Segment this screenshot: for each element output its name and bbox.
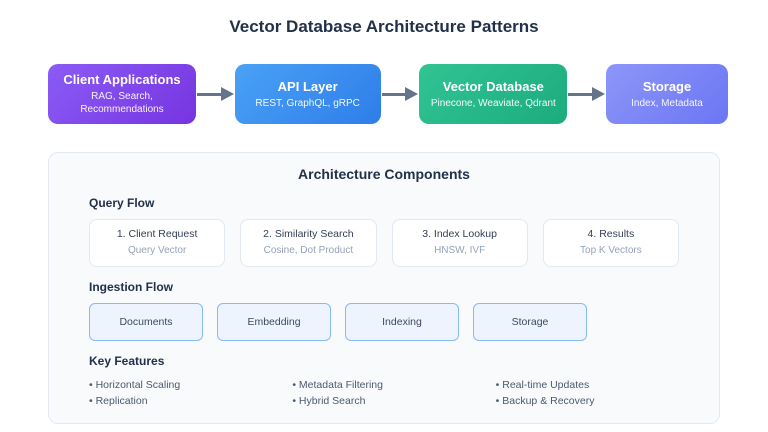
arrow-right-icon: [567, 87, 606, 101]
arrow-right-icon: [381, 87, 420, 101]
step-detail: HNSW, IVF: [434, 245, 486, 256]
feature-item: Replication: [89, 393, 272, 409]
key-features-heading: Key Features: [89, 354, 165, 368]
step-label: 2. Similarity Search: [263, 228, 354, 240]
arrow-head: [592, 87, 606, 101]
node-subtitle: RAG, Search, Recommendations: [80, 91, 164, 115]
step-label: 1. Client Request: [116, 228, 198, 240]
feature-item: Metadata Filtering: [292, 377, 475, 393]
panel-title: Architecture Components: [298, 166, 470, 182]
key-features-list: Horizontal Scaling Replication Metadata …: [89, 377, 679, 409]
arrow-shaft: [381, 92, 406, 96]
ingestion-stage: Embedding: [217, 303, 331, 341]
flow-node-vector-database: Vector Database Pinecone, Weaviate, Qdra…: [419, 64, 568, 124]
arrow-right-icon: [196, 87, 235, 101]
feature-item: Hybrid Search: [292, 393, 475, 409]
node-subtitle: Pinecone, Weaviate, Qdrant: [430, 97, 556, 109]
ingestion-stage: Storage: [473, 303, 587, 341]
arrow-shaft: [197, 92, 221, 96]
feature-item: Backup & Recovery: [496, 393, 679, 409]
feature-item: Horizontal Scaling: [89, 377, 272, 393]
node-subtitle: Index, Metadata: [631, 97, 703, 109]
feature-column: Real-time Updates Backup & Recovery: [496, 377, 679, 409]
query-step-card: 2. Similarity Search Cosine, Dot Product: [240, 219, 377, 267]
arrow-head: [405, 87, 419, 101]
architecture-components-panel: Architecture Components Query Flow 1. Cl…: [48, 152, 720, 424]
query-flow-steps: 1. Client Request Query Vector 2. Simila…: [89, 219, 679, 267]
feature-column: Horizontal Scaling Replication: [89, 377, 272, 409]
step-label: 3. Index Lookup: [422, 228, 497, 240]
ingestion-stage: Indexing: [345, 303, 459, 341]
flow-node-api-layer: API Layer REST, GraphQL, gRPC: [234, 64, 381, 124]
step-detail: Top K Vectors: [580, 245, 642, 256]
flow-node-storage: Storage Index, Metadata: [606, 64, 729, 124]
feature-column: Metadata Filtering Hybrid Search: [292, 377, 475, 409]
query-flow-heading: Query Flow: [89, 196, 155, 210]
feature-item: Real-time Updates: [496, 377, 679, 393]
step-detail: Query Vector: [127, 245, 187, 256]
node-title: Storage: [642, 78, 692, 94]
flow-node-client-applications: Client Applications RAG, Search, Recomme…: [48, 64, 196, 124]
node-subtitle: REST, GraphQL, gRPC: [255, 97, 360, 109]
ingestion-stage: Documents: [89, 303, 203, 341]
architecture-flow: Client Applications RAG, Search, Recomme…: [48, 64, 729, 124]
step-label: 4. Results: [587, 228, 635, 240]
ingestion-flow-heading: Ingestion Flow: [89, 280, 173, 294]
arrow-shaft: [568, 92, 593, 96]
node-title: API Layer: [277, 78, 338, 94]
query-step-card: 4. Results Top K Vectors: [542, 219, 679, 267]
step-detail: Cosine, Dot Product: [263, 245, 354, 256]
ingestion-flow-stages: Documents Embedding Indexing Storage: [89, 303, 679, 341]
arrow-head: [220, 87, 234, 101]
node-title: Vector Database: [442, 78, 544, 94]
node-title: Client Applications: [63, 72, 181, 87]
query-step-card: 3. Index Lookup HNSW, IVF: [391, 219, 528, 267]
query-step-card: 1. Client Request Query Vector: [89, 219, 226, 267]
page-title: Vector Database Architecture Patterns: [229, 17, 539, 36]
